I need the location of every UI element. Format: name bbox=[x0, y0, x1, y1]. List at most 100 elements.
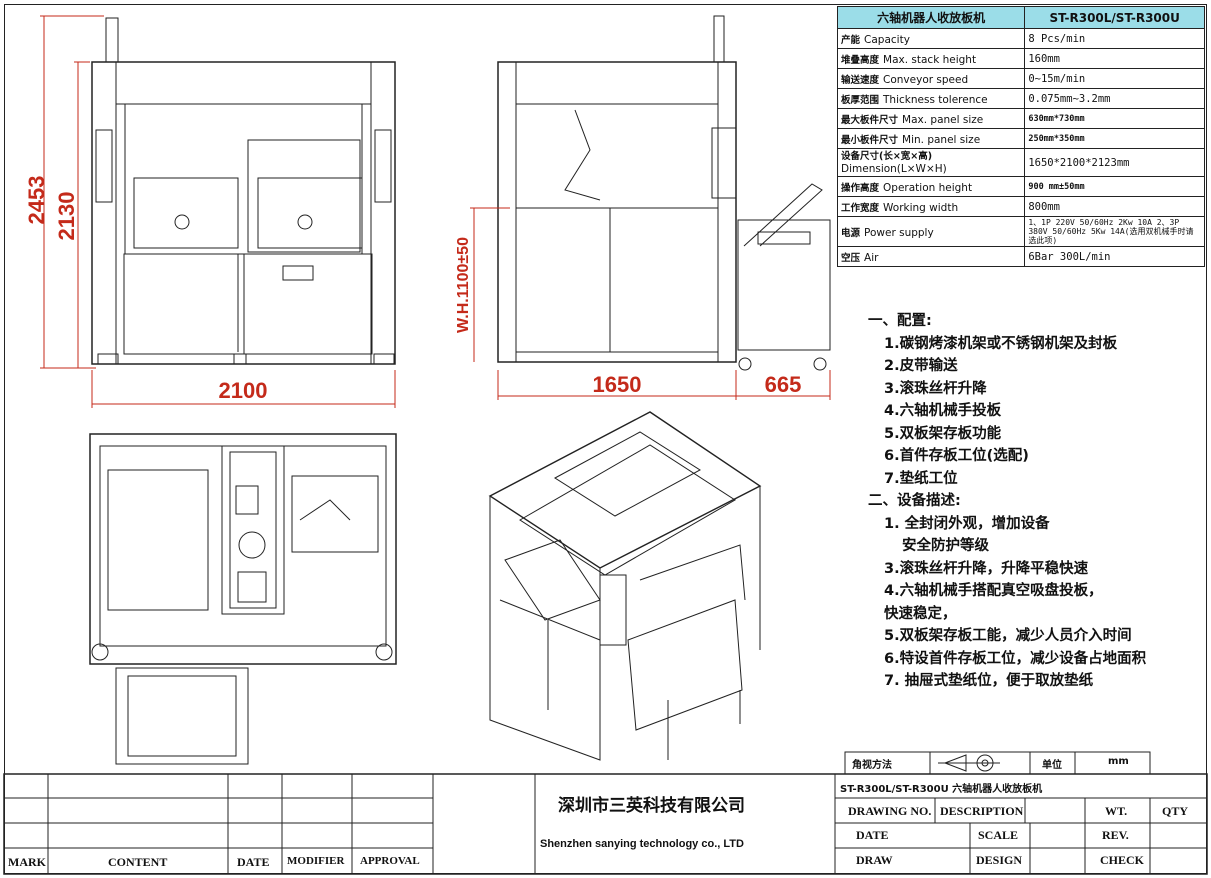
top-view bbox=[89, 433, 397, 765]
dim-front-width: 2100 bbox=[219, 378, 268, 403]
draw-label: DRAW bbox=[856, 853, 893, 867]
notes-block: 一、配置: 1.碳钢烤漆机架或不锈钢机架及封板 2.皮带输送 3.滚珠丝杆升降 … bbox=[868, 310, 1146, 693]
config-item: 3.滚珠丝杆升降 bbox=[884, 380, 987, 397]
spec-key-cn: 工作宽度 bbox=[841, 202, 880, 214]
spec-value: 0~15m/min bbox=[1024, 68, 1205, 89]
spec-key-cn: 板厚范围 bbox=[841, 94, 880, 106]
dim-working-height: W.H.1100±50 bbox=[455, 237, 472, 333]
spec-key-cn: 操作高度 bbox=[841, 182, 880, 194]
spec-key-cn: 电源 bbox=[841, 227, 861, 239]
spec-key-cn: 设备尺寸(长×宽×高) bbox=[841, 151, 933, 162]
dim-extension-width: 665 bbox=[765, 372, 802, 397]
spec-key-en: Conveyor speed bbox=[883, 73, 969, 86]
mark-label: MARK bbox=[8, 855, 46, 869]
config-item: 4.六轴机械手投板 bbox=[884, 403, 1002, 419]
config-heading: 一、配置: bbox=[868, 313, 932, 329]
desc-heading: 二、设备描述: bbox=[868, 493, 961, 509]
spec-key-cn: 产能 bbox=[841, 34, 861, 46]
desc-item: 3.滚珠丝杆升降，升降平稳快速 bbox=[884, 560, 1089, 577]
config-item: 1.碳钢烤漆机架或不锈钢机架及封板 bbox=[884, 335, 1118, 352]
desc-item: 7. 抽屉式垫纸位，便于取放垫纸 bbox=[884, 673, 1094, 689]
modifier-label: MODIFIER bbox=[287, 855, 345, 867]
rev-label: REV. bbox=[1102, 828, 1129, 842]
wt-label: WT. bbox=[1105, 804, 1128, 818]
side-view bbox=[470, 15, 831, 400]
spec-value: 250mm*350mm bbox=[1024, 128, 1205, 149]
desc-item: 6.特设首件存板工位，减少设备占地面积 bbox=[884, 650, 1147, 667]
spec-title: 六轴机器人收放板机 bbox=[836, 6, 1026, 29]
dim-side-width: 1650 bbox=[593, 372, 642, 397]
desc-item: 5.双板架存板工能，减少人员介入时间 bbox=[884, 628, 1132, 644]
config-item: 7.垫纸工位 bbox=[884, 470, 958, 487]
spec-value: 8 Pcs/min bbox=[1024, 28, 1205, 49]
title-block-grid bbox=[3, 751, 1208, 875]
spec-key-en: Capacity bbox=[864, 33, 910, 46]
spec-value: 160mm bbox=[1024, 48, 1205, 69]
spec-key-cn: 最大板件尺寸 bbox=[841, 114, 899, 126]
spec-header-row: 六轴机器人收放板机 ST-R300L/ST-R300U bbox=[836, 6, 1205, 29]
content-label: CONTENT bbox=[108, 855, 168, 869]
dim-total-height: 2453 bbox=[24, 176, 49, 225]
spec-key-cn: 最小板件尺寸 bbox=[841, 134, 899, 146]
spec-key-cn: 堆叠高度 bbox=[841, 54, 880, 66]
spec-key-en: Max. stack height bbox=[883, 53, 977, 66]
unit-value: mm bbox=[1108, 756, 1129, 767]
spec-value: 1、1P 220V 50/60Hz 2Kw 10A 2、3P 380V 50/6… bbox=[1024, 216, 1205, 247]
spec-value: 800mm bbox=[1024, 196, 1205, 217]
desc-item: 1. 全封闭外观，增加设备 bbox=[884, 515, 1050, 532]
spec-value: 900 mm±50mm bbox=[1024, 176, 1205, 197]
spec-value: 6Bar 300L/min bbox=[1024, 246, 1205, 267]
approval-label: APPROVAL bbox=[360, 855, 420, 867]
projection-label: 角视方法 bbox=[852, 760, 892, 771]
spec-key-en: Dimension(L×W×H) bbox=[841, 163, 947, 175]
company-name-en: Shenzhen sanying technology co., LTD bbox=[540, 838, 744, 850]
spec-value: 0.075mm~3.2mm bbox=[1024, 88, 1205, 109]
spec-key-en: Thickness tolerence bbox=[883, 93, 988, 106]
desc-item: 快速稳定， bbox=[884, 605, 957, 622]
date-col-label: DATE bbox=[237, 855, 270, 869]
check-label: CHECK bbox=[1100, 853, 1145, 867]
drawing-title: ST-R300L/ST-R300U 六轴机器人收放板机 bbox=[840, 784, 1043, 795]
date-label: DATE bbox=[856, 828, 889, 842]
desc-item: 安全防护等级 bbox=[902, 538, 989, 554]
spec-value: 1650*2100*2123mm bbox=[1024, 148, 1205, 177]
spec-key-cn: 输送速度 bbox=[841, 74, 880, 86]
config-item: 5.双板架存板功能 bbox=[884, 425, 1002, 442]
config-item: 2.皮带输送 bbox=[884, 358, 958, 374]
qty-label: QTY bbox=[1162, 804, 1189, 818]
isometric-view bbox=[488, 411, 762, 761]
design-label: DESIGN bbox=[976, 853, 1023, 867]
dim-body-height: 2130 bbox=[54, 192, 79, 241]
config-item: 6.首件存板工位(选配) bbox=[884, 448, 1029, 464]
spec-key-en: Operation height bbox=[883, 181, 973, 194]
spec-key-en: Air bbox=[864, 251, 879, 264]
desc-item: 4.六轴机械手搭配真空吸盘投板， bbox=[884, 583, 1103, 599]
unit-label: 单位 bbox=[1042, 760, 1062, 771]
spec-value: 630mm*730mm bbox=[1024, 108, 1205, 129]
description-label: DESCRIPTION bbox=[940, 804, 1024, 818]
spec-key-en: Max. panel size bbox=[902, 113, 984, 126]
spec-row: 设备尺寸(长×宽×高)Dimension(L×W×H) 1650*2100*21… bbox=[836, 148, 1205, 177]
spec-key-en: Power supply bbox=[864, 226, 934, 239]
front-view bbox=[40, 15, 396, 408]
drawing-no-label: DRAWING NO. bbox=[848, 804, 932, 818]
scale-label: SCALE bbox=[978, 828, 1019, 842]
spec-model: ST-R300L/ST-R300U bbox=[1024, 6, 1205, 29]
spec-key-cn: 空压 bbox=[841, 252, 861, 264]
company-name-cn: 深圳市三英科技有限公司 bbox=[558, 796, 745, 816]
spec-key-en: Working width bbox=[883, 201, 959, 214]
spec-key-en: Min. panel size bbox=[902, 133, 981, 146]
